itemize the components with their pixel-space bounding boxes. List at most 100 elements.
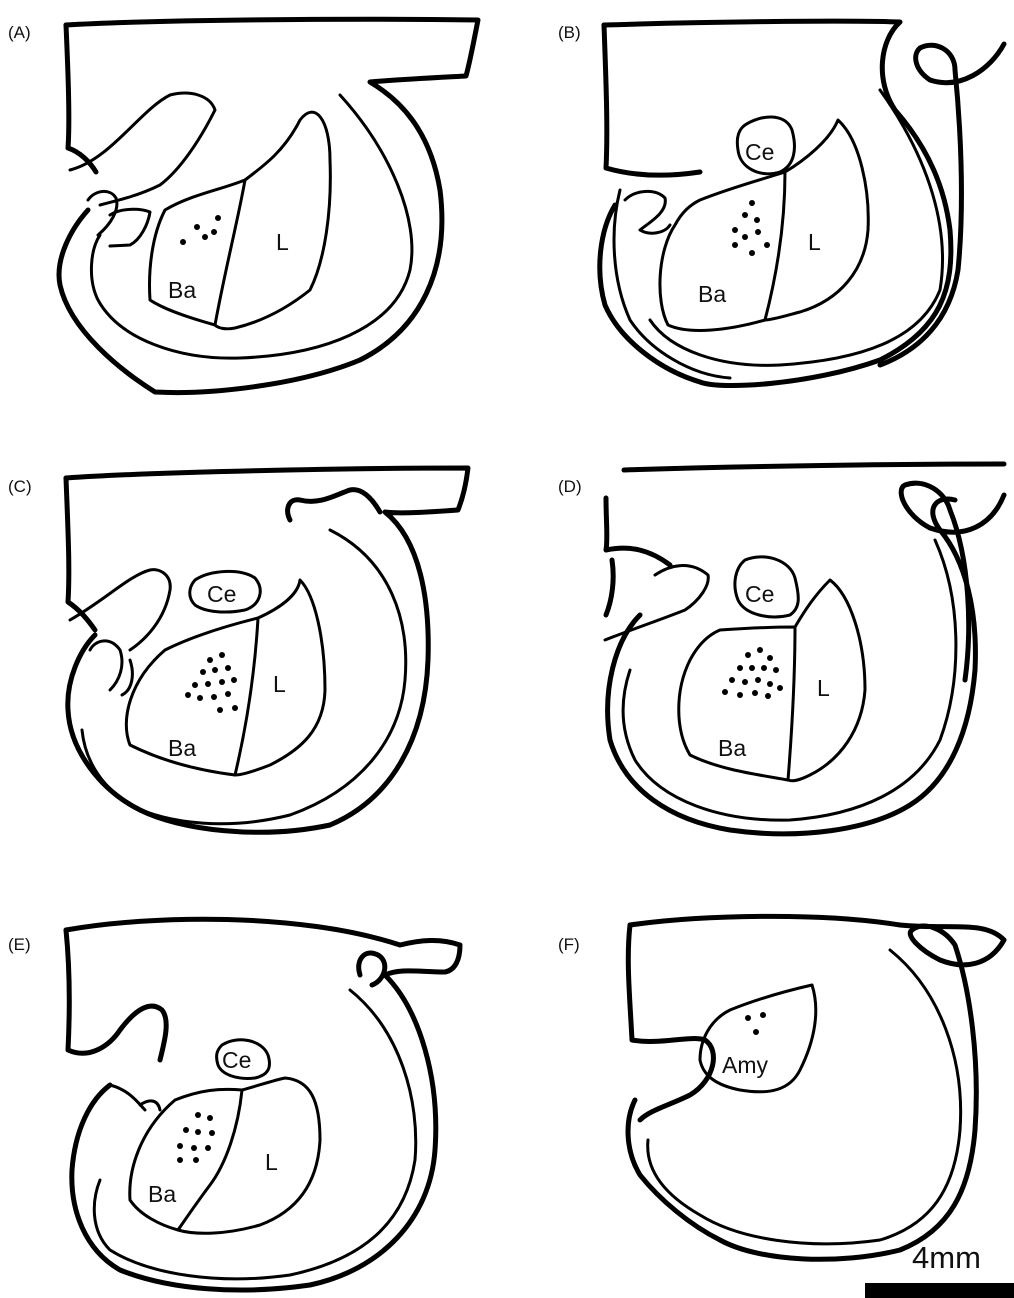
- panel-d-marker-dots: [722, 647, 783, 699]
- panel-e-ba-label: Ba: [148, 1181, 176, 1207]
- panel-f-label: (F): [558, 935, 580, 954]
- panel-e-label: (E): [8, 935, 31, 954]
- panel-c: (C) Ce Ba L: [8, 468, 468, 832]
- marker-dot: [767, 681, 773, 687]
- panel-c-top-wave: [288, 490, 380, 520]
- panel-d-top-edge: [624, 464, 1004, 470]
- marker-dot: [722, 689, 728, 695]
- marker-dot: [205, 681, 211, 687]
- panel-d: (D) Ce Ba L: [558, 464, 1004, 834]
- marker-dot: [755, 229, 761, 235]
- marker-dot: [232, 705, 238, 711]
- marker-dot: [231, 677, 237, 683]
- marker-dot: [745, 652, 751, 658]
- panel-a-medial-notch: [70, 93, 215, 205]
- marker-dot: [209, 1130, 215, 1136]
- marker-dot: [773, 667, 779, 673]
- panel-c-marker-dots: [185, 652, 238, 713]
- scale-bar: 4mm: [865, 1240, 1014, 1298]
- panel-e-marker-dots: [177, 1112, 215, 1163]
- panel-c-medial-notch: [70, 570, 170, 650]
- marker-dot: [215, 215, 221, 221]
- marker-dot: [225, 691, 231, 697]
- marker-dot: [749, 665, 755, 671]
- panel-d-lateral-ribbon: [901, 483, 1004, 680]
- marker-dot: [193, 1157, 199, 1163]
- panel-a-lateral-nucleus: [215, 112, 330, 329]
- panel-c-l-label: L: [273, 671, 286, 697]
- scale-bar-label: 4mm: [912, 1240, 981, 1275]
- panel-d-l-label: L: [817, 675, 830, 701]
- panel-f-marker-dots: [745, 1012, 766, 1035]
- panel-e-ce-label: Ce: [222, 1047, 251, 1073]
- marker-dot: [177, 1143, 183, 1149]
- marker-dot: [760, 1012, 766, 1018]
- marker-dot: [765, 693, 771, 699]
- marker-dot: [191, 1145, 197, 1151]
- marker-dot: [755, 677, 761, 683]
- marker-dot: [219, 679, 225, 685]
- panel-b-top-left-wall: [604, 25, 700, 175]
- marker-dot: [183, 1127, 189, 1133]
- marker-dot: [195, 1112, 201, 1118]
- marker-dot: [217, 707, 223, 713]
- panel-c-ba-label: Ba: [168, 735, 196, 761]
- panel-a-inner-contour: [91, 95, 411, 358]
- panel-b-inner-contour: [650, 90, 943, 365]
- panel-e-inner-contour: [94, 990, 415, 1279]
- marker-dot: [742, 234, 748, 240]
- marker-dot: [745, 1015, 751, 1021]
- marker-dot: [177, 1157, 183, 1163]
- marker-dot: [767, 655, 773, 661]
- panel-f-inner-contour: [648, 950, 961, 1244]
- marker-dot: [742, 679, 748, 685]
- panel-e-basal-nucleus: [130, 1089, 242, 1230]
- marker-dot: [742, 212, 748, 218]
- marker-dot: [737, 692, 743, 698]
- marker-dot: [200, 669, 206, 675]
- marker-dot: [761, 665, 767, 671]
- panel-b-label: (B): [558, 23, 581, 42]
- marker-dot: [207, 1115, 213, 1121]
- marker-dot: [197, 695, 203, 701]
- marker-dot: [764, 242, 770, 248]
- marker-dot: [194, 224, 200, 230]
- marker-dot: [211, 229, 217, 235]
- panel-a-marker-dots: [180, 215, 221, 245]
- marker-dot: [225, 665, 231, 671]
- panel-e-top-left-wall: [66, 930, 166, 1060]
- panel-c-outer-contour: [66, 468, 468, 832]
- panel-e-outer-contour: [66, 919, 460, 1290]
- marker-dot: [753, 1029, 759, 1035]
- panel-b-ba-label: Ba: [698, 281, 726, 307]
- panel-f-outer-contour: [628, 916, 1004, 1259]
- panel-e-medial-edge: [110, 1085, 160, 1110]
- panel-b-l-label: L: [808, 229, 821, 255]
- panel-a-label: (A): [8, 23, 31, 42]
- marker-dot: [205, 1145, 211, 1151]
- panel-a: (A) Ba L: [8, 19, 478, 392]
- panel-a-ba-label: Ba: [168, 277, 196, 303]
- panel-e-small-loop: [359, 953, 385, 985]
- marker-dot: [749, 250, 755, 256]
- marker-dot: [202, 234, 208, 240]
- panel-b-medial-hook: [625, 191, 670, 233]
- panel-f-amy-label: Amy: [722, 1052, 769, 1078]
- panel-d-ce-label: Ce: [745, 581, 774, 607]
- marker-dot: [754, 217, 760, 223]
- panel-a-l-label: L: [276, 229, 289, 255]
- panel-a-top-left-wall: [66, 25, 96, 172]
- marker-dot: [195, 1129, 201, 1135]
- panel-a-basal-nucleus: [150, 180, 245, 325]
- marker-dot: [729, 677, 735, 683]
- panel-b-lateral-ribbon: [880, 44, 1004, 365]
- panel-b-marker-dots: [732, 200, 770, 256]
- marker-dot: [207, 657, 213, 663]
- panel-e: (E) Ce Ba L: [8, 919, 460, 1290]
- marker-dot: [757, 647, 763, 653]
- panel-c-ce-label: Ce: [207, 581, 236, 607]
- marker-dot: [752, 690, 758, 696]
- marker-dot: [777, 685, 783, 691]
- panel-c-small-hook: [90, 641, 132, 695]
